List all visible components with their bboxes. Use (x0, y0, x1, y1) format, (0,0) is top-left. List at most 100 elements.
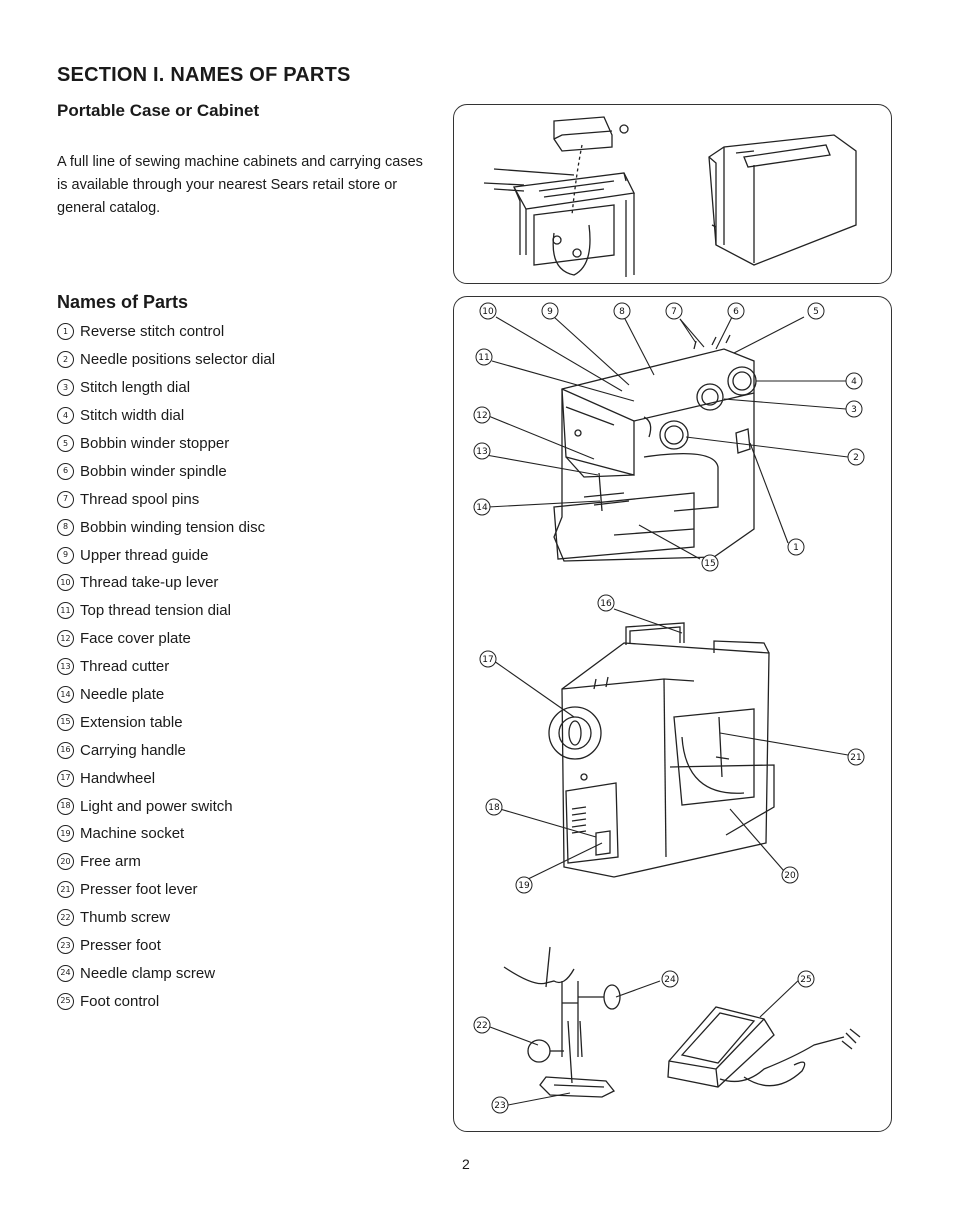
callout-18: 18 (485, 798, 503, 816)
callout-2: 2 (847, 448, 865, 466)
callout-7: 7 (665, 302, 683, 320)
parts-diagram: 10 9 8 7 6 5 11 4 3 12 13 2 14 1 15 16 1… (473, 302, 865, 1114)
svg-text:8: 8 (619, 307, 625, 317)
callout-17: 17 (479, 650, 497, 668)
svg-text:18: 18 (488, 803, 500, 813)
list-item: 10 Thread take-up lever (57, 569, 275, 597)
svg-text:9: 9 (547, 307, 553, 317)
svg-text:16: 16 (600, 599, 612, 609)
svg-text:4: 4 (851, 377, 857, 387)
part-label: Thumb screw (80, 909, 171, 927)
callout-24: 24 (661, 970, 679, 988)
svg-text:14: 14 (476, 503, 488, 513)
part-label: Thread take-up lever (80, 574, 219, 592)
part-number: 2 (57, 351, 74, 369)
page-number: 2 (462, 1156, 470, 1172)
part-number: 15 (57, 713, 74, 731)
list-item: 1 Reverse stitch control (57, 318, 275, 346)
part-number: 17 (57, 769, 74, 787)
callout-3: 3 (845, 400, 863, 418)
part-label: Bobbin winder spindle (80, 462, 227, 480)
case-heading: Portable Case or Cabinet (57, 101, 260, 120)
svg-text:17: 17 (482, 655, 493, 665)
callout-15: 15 (701, 554, 719, 572)
svg-text:10: 10 (482, 307, 494, 317)
list-item: 19 Machine socket (57, 820, 275, 848)
list-item: 22 Thumb screw (57, 904, 275, 932)
section-title: SECTION I. NAMES OF PARTS (57, 64, 351, 86)
part-number: 19 (57, 825, 74, 843)
part-number: 9 (57, 546, 74, 564)
svg-text:7: 7 (671, 307, 677, 317)
svg-text:20: 20 (784, 871, 796, 881)
svg-text:22: 22 (476, 1021, 487, 1031)
callout-19: 19 (515, 876, 533, 894)
names-heading: Names of Parts (57, 292, 189, 312)
part-number: 22 (57, 909, 74, 927)
svg-text:15: 15 (704, 559, 715, 569)
case-illustration-box (453, 104, 892, 284)
part-number: 10 (57, 574, 74, 592)
list-item: 16 Carrying handle (57, 736, 275, 764)
list-item: 18 Light and power switch (57, 792, 275, 820)
part-label: Reverse stitch control (80, 323, 225, 341)
part-label: Thread cutter (80, 658, 170, 676)
cabinet-and-case-drawing (483, 116, 857, 277)
svg-text:2: 2 (853, 453, 859, 463)
svg-text:19: 19 (518, 881, 530, 891)
intro-paragraph: A full line of sewing machine cabinets a… (57, 154, 423, 216)
list-item: 6 Bobbin winder spindle (57, 457, 275, 485)
list-item: 7 Thread spool pins (57, 485, 275, 513)
svg-text:11: 11 (478, 353, 489, 363)
part-number: 1 (57, 323, 74, 341)
part-label: Machine socket (80, 825, 185, 843)
part-number: 25 (57, 992, 74, 1010)
svg-text:5: 5 (813, 307, 819, 317)
part-number: 18 (57, 797, 74, 815)
svg-text:25: 25 (800, 975, 811, 985)
list-item: 25 Foot control (57, 987, 275, 1015)
callout-23: 23 (491, 1096, 509, 1114)
list-item: 15 Extension table (57, 708, 275, 736)
callout-16: 16 (597, 594, 615, 612)
list-item: 14 Needle plate (57, 681, 275, 709)
callout-21: 21 (847, 748, 865, 766)
part-label: Free arm (80, 853, 141, 871)
svg-text:13: 13 (476, 447, 487, 457)
part-number: 8 (57, 518, 74, 536)
svg-text:12: 12 (476, 411, 487, 421)
part-label: Needle plate (80, 686, 165, 704)
part-label: Thread spool pins (80, 490, 200, 508)
callout-8: 8 (613, 302, 631, 320)
callout-12: 12 (473, 406, 491, 424)
part-number: 11 (57, 602, 74, 620)
part-label: Needle clamp screw (80, 964, 216, 982)
callout-20: 20 (781, 866, 799, 884)
callout-22: 22 (473, 1016, 491, 1034)
part-number: 7 (57, 490, 74, 508)
callout-1: 1 (787, 538, 805, 556)
part-label: Light and power switch (80, 797, 233, 815)
callout-14: 14 (473, 498, 491, 516)
part-label: Stitch width dial (80, 407, 185, 425)
svg-text:3: 3 (851, 405, 857, 415)
part-number: 16 (57, 741, 74, 759)
part-label: Extension table (80, 713, 183, 731)
part-label: Face cover plate (80, 630, 191, 648)
part-label: Carrying handle (80, 741, 186, 759)
part-label: Foot control (80, 992, 160, 1010)
part-label: Bobbin winder stopper (80, 435, 230, 452)
part-number: 14 (57, 686, 74, 704)
part-number: 6 (57, 462, 74, 480)
